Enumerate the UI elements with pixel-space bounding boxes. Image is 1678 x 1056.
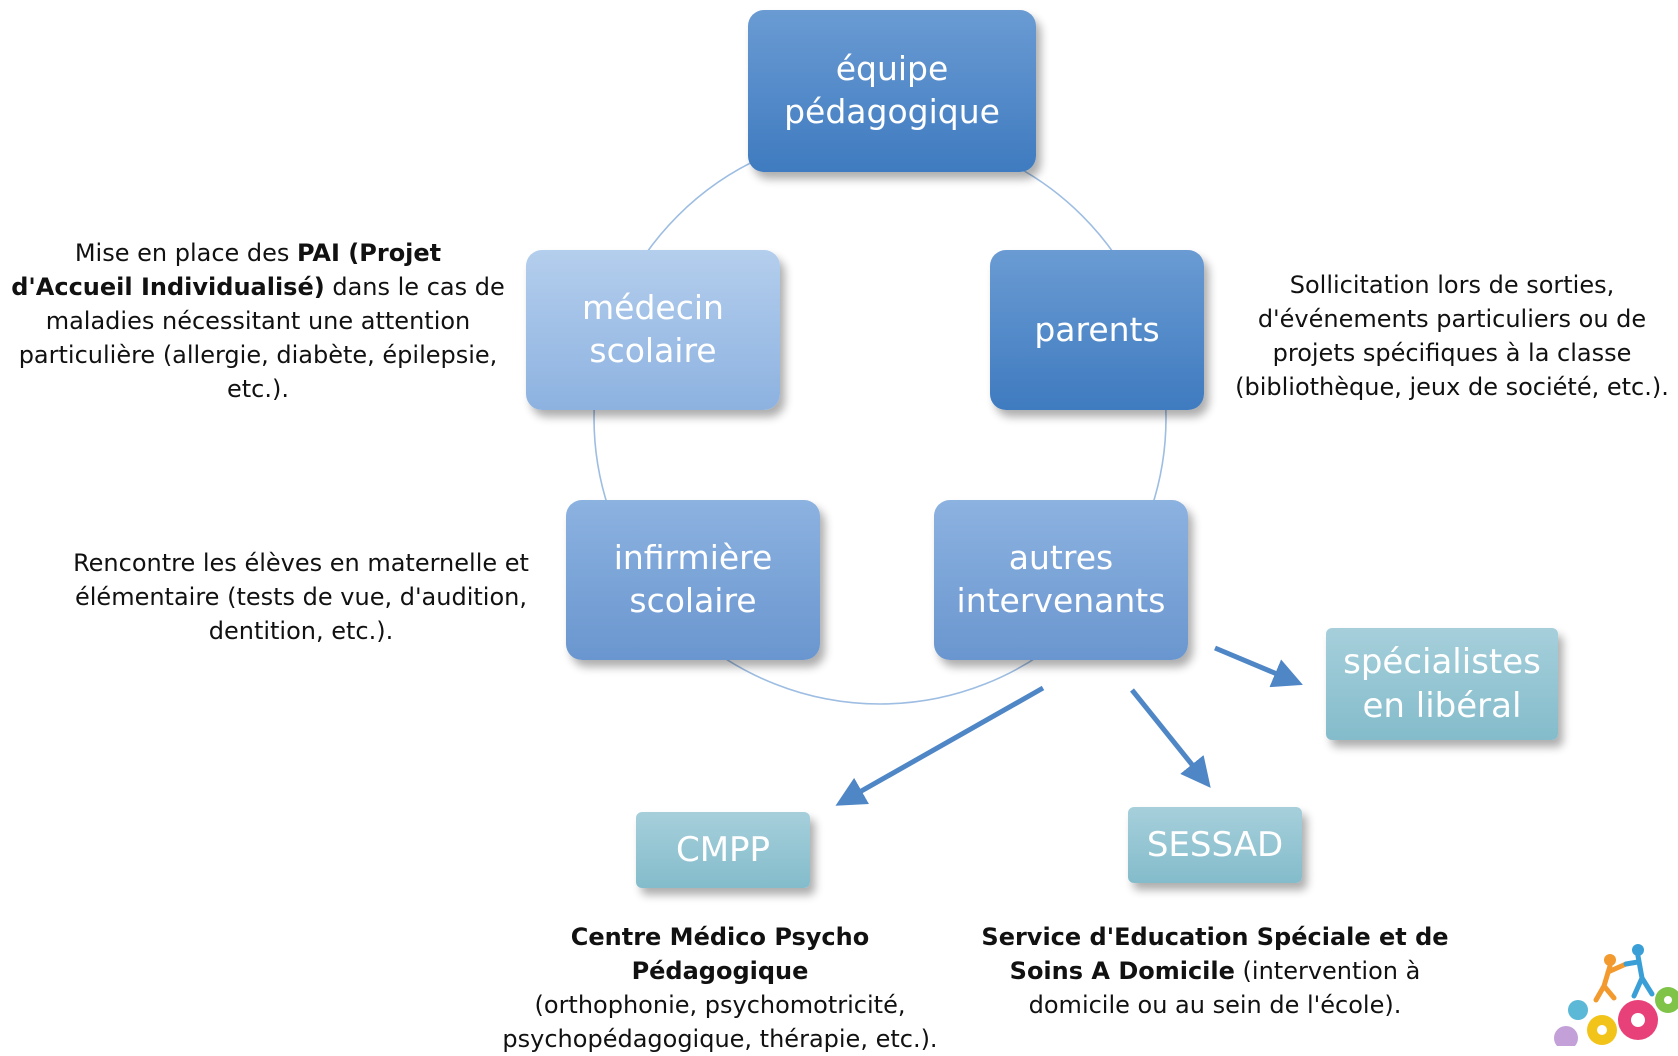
note-cmpp: Centre Médico Psycho Pédagogique (orthop… xyxy=(490,920,950,1056)
node-sessad: SESSAD xyxy=(1128,807,1302,883)
note-medecin-bold-2: d'Accueil Individualisé) xyxy=(11,273,325,302)
note-sessad-rest: (intervention à domicile ou au sein de l… xyxy=(1028,957,1421,1020)
note-medecin-scolaire: Mise en place des PAI (Projet d'Accueil … xyxy=(8,236,508,406)
note-sessad-bold-1: Service d'Education Spéciale et de xyxy=(981,923,1449,951)
arrow-to-sessad xyxy=(1130,688,1211,788)
arrow-to-specialistes xyxy=(1214,645,1303,688)
note-sessad: Service d'Education Spéciale et de Soins… xyxy=(980,920,1450,1022)
node-parents: parents xyxy=(990,250,1204,410)
climbing-people-gears-logo-icon xyxy=(1554,944,1678,1046)
note-parents: Sollicitation lors de sorties, d'événeme… xyxy=(1235,271,1669,402)
node-infirmiere-scolaire: infirmière scolaire xyxy=(566,500,820,660)
note-infirmiere-scolaire: Rencontre les élèves en maternelle et él… xyxy=(73,549,529,646)
node-cmpp: CMPP xyxy=(636,812,810,888)
note-cmpp-rest: (orthophonie, psychomotricité, psychopéd… xyxy=(502,991,938,1054)
note-medecin-bold-1: PAI (Projet xyxy=(297,239,442,267)
node-autres-intervenants: autres intervenants xyxy=(934,500,1188,660)
node-specialistes-en-liberal: spécialistes en libéral xyxy=(1326,628,1558,740)
note-sessad-bold-2: Soins A Domicile xyxy=(1009,957,1235,986)
note-medecin-rest: dans le cas de maladies nécessitant une … xyxy=(18,273,505,404)
note-cmpp-bold: Centre Médico Psycho Pédagogique xyxy=(570,923,870,986)
note-medecin-prefix: Mise en place des xyxy=(74,239,298,267)
arrow-to-cmpp xyxy=(835,685,1045,806)
node-equipe-pedagogique: équipe pédagogique xyxy=(748,10,1036,172)
node-medecin-scolaire: médecin scolaire xyxy=(526,250,780,410)
